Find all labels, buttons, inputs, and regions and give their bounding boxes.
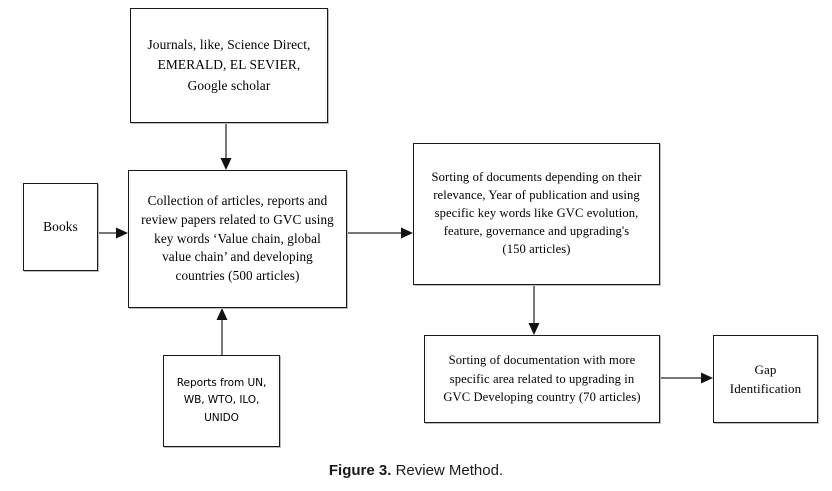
node-sorting-relevance-label: Sorting of documents depending on their … (431, 170, 642, 256)
edge-sorting-specific-to-gap (660, 372, 713, 384)
figure-caption-label: Figure 3. (328, 462, 392, 479)
figure-caption-text: Review Method. (395, 462, 504, 479)
node-books-label: Books (43, 219, 78, 235)
node-gap-label: Gap Identification (729, 361, 802, 397)
node-sorting-relevance: Sorting of documents depending on their … (413, 143, 660, 285)
node-reports: Reports from UN, WB, WTO, ILO, UNIDO (163, 355, 280, 447)
edge-collection-to-sorting-relevance (347, 227, 413, 239)
edge-journals-to-collection (220, 123, 232, 170)
flowchart-diagram: Journals, like, Science Direct, EMERALD,… (23, 8, 818, 447)
edge-books-to-collection (98, 227, 128, 239)
node-sorting-specific: Sorting of documentation with more speci… (424, 335, 660, 423)
node-journals: Journals, like, Science Direct, EMERALD,… (130, 8, 328, 123)
node-gap: Gap Identification (713, 335, 818, 423)
node-books: Books (23, 183, 98, 271)
node-collection-label: Collection of articles, reports and revi… (141, 193, 334, 284)
node-collection: Collection of articles, reports and revi… (128, 170, 347, 308)
node-sorting-specific-label: Sorting of documentation with more speci… (443, 352, 641, 405)
figure-caption: Figure 3. Review Method. (0, 462, 832, 479)
node-journals-label: Journals, like, Science Direct, EMERALD,… (147, 36, 311, 93)
edge-reports-to-collection (216, 308, 228, 355)
edge-sorting-relevance-to-sorting-specific (528, 285, 540, 335)
node-reports-label: Reports from UN, WB, WTO, ILO, UNIDO (176, 377, 267, 424)
